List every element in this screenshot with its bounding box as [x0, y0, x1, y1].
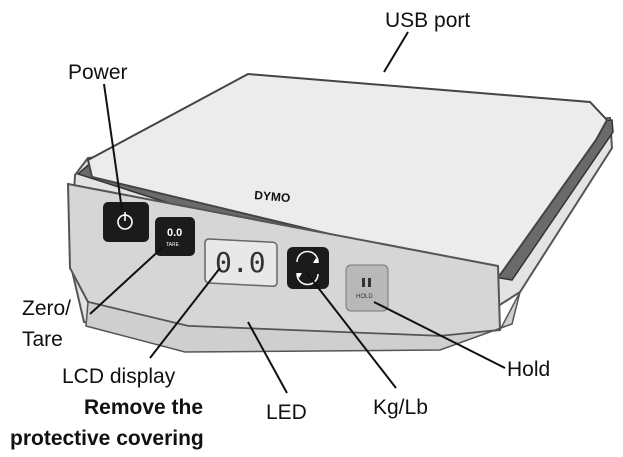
kg-lb-label: Kg/Lb — [373, 396, 428, 419]
lcd-leader — [149, 267, 221, 359]
remove-covering-line2: protective covering — [10, 427, 204, 450]
zero-tare-button[interactable]: 0.0 TARE — [155, 217, 195, 256]
lcd-display-label: LCD display — [62, 365, 176, 388]
hold-label: Hold — [507, 358, 551, 381]
tare-leader — [89, 246, 164, 315]
usb-port-label: USB port — [385, 9, 471, 32]
remove-covering-line1: Remove the — [84, 396, 204, 419]
zero-tare-label-line2: Tare — [22, 328, 63, 351]
zero-tare-label-line1: Zero/ — [22, 297, 72, 320]
toggle-arrows-icon — [296, 250, 319, 286]
brand-logo: DYMO — [254, 188, 291, 205]
leader-lines — [89, 31, 506, 394]
hold-button[interactable]: HOLD — [345, 264, 389, 312]
power-leader — [103, 83, 123, 211]
hold-leader — [373, 301, 506, 369]
usb-leader — [383, 31, 409, 73]
power-label: Power — [68, 61, 128, 84]
lcd-display: 0.0 — [204, 238, 278, 288]
weighing-platform — [86, 72, 609, 277]
power-button[interactable] — [103, 202, 149, 242]
hold-button-text: HOLD — [356, 294, 373, 300]
kg-lb-button[interactable] — [287, 247, 329, 289]
lcd-reading: 0.0 — [215, 246, 266, 279]
pause-icon — [362, 278, 365, 287]
led-leader — [247, 321, 288, 394]
tare-button-subtext: TARE — [166, 242, 180, 248]
led-label: LED — [266, 401, 307, 424]
tare-button-text: 0.0 — [167, 227, 182, 239]
kglb-leader — [305, 271, 397, 389]
base-lip — [85, 291, 521, 353]
